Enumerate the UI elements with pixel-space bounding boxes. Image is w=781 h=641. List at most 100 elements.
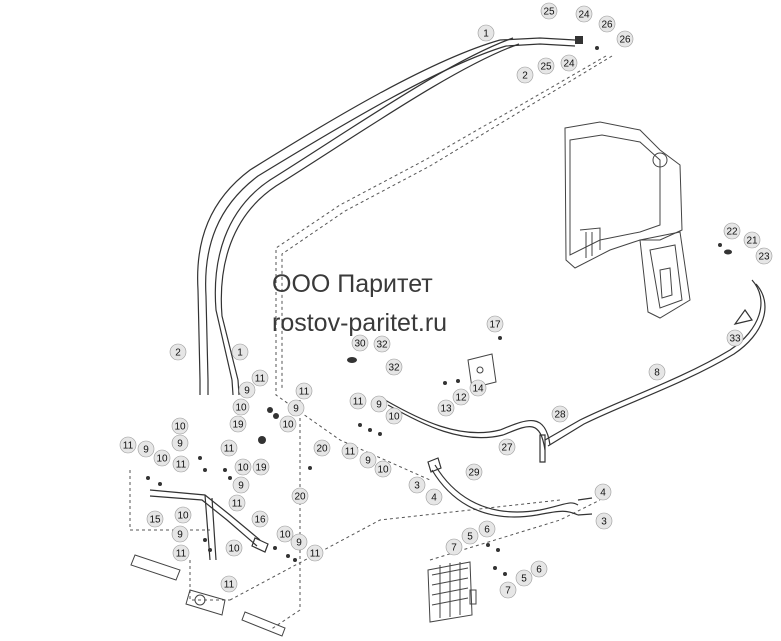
callout-text: 9 xyxy=(365,456,371,467)
callout-text: 6 xyxy=(484,525,490,536)
callout-text: 20 xyxy=(316,444,328,455)
callout-text: 10 xyxy=(237,463,249,474)
callout-text: 9 xyxy=(376,400,382,411)
callout-text: 4 xyxy=(431,493,437,504)
callout-10: 10 xyxy=(279,415,297,433)
callout-7: 7 xyxy=(445,538,463,556)
callout-text: 10 xyxy=(228,544,240,555)
callout-text: 11 xyxy=(255,374,266,385)
callout-text: 32 xyxy=(376,340,388,351)
callout-10: 10 xyxy=(234,458,252,476)
callout-text: 9 xyxy=(177,530,183,541)
callout-19: 19 xyxy=(229,415,247,433)
watermark-website: rostov-paritet.ru xyxy=(272,309,448,337)
callout-text: 26 xyxy=(601,20,613,31)
callout-text: 9 xyxy=(296,538,302,549)
callout-11: 11 xyxy=(306,544,324,562)
callout-2: 2 xyxy=(169,343,187,361)
callout-23: 23 xyxy=(755,247,773,265)
callout-text: 9 xyxy=(238,481,244,492)
callout-text: 10 xyxy=(177,511,189,522)
callout-text: 11 xyxy=(232,499,243,510)
callout-text: 3 xyxy=(414,481,420,492)
callout-text: 11 xyxy=(176,549,187,560)
callout-11: 11 xyxy=(228,494,246,512)
callout-1: 1 xyxy=(477,24,495,42)
callout-text: 14 xyxy=(472,384,484,395)
callout-9: 9 xyxy=(171,434,189,452)
callout-11: 11 xyxy=(251,369,269,387)
callout-text: 9 xyxy=(293,404,299,415)
watermark-company: ООО Паритет xyxy=(272,270,433,298)
callout-text: 32 xyxy=(388,363,400,374)
callout-text: 2 xyxy=(522,71,528,82)
hose-8 xyxy=(544,279,766,447)
hose-3-4 xyxy=(427,457,593,518)
callout-text: 16 xyxy=(254,515,266,526)
callout-text: 9 xyxy=(244,386,250,397)
callout-10: 10 xyxy=(232,398,250,416)
callout-21: 21 xyxy=(743,231,761,249)
callout-text: 33 xyxy=(729,334,741,345)
callout-26: 26 xyxy=(598,15,616,33)
callout-text: 23 xyxy=(758,252,770,263)
callout-text: 13 xyxy=(440,404,452,415)
callout-19: 19 xyxy=(252,458,270,476)
callout-6: 6 xyxy=(530,560,548,578)
callout-text: 11 xyxy=(310,549,321,560)
callout-11: 11 xyxy=(119,436,137,454)
callout-24: 24 xyxy=(560,54,578,72)
callout-text: 5 xyxy=(521,574,527,585)
hose-29 xyxy=(384,399,551,463)
callout-10: 10 xyxy=(276,525,294,543)
callout-text: 9 xyxy=(143,445,149,456)
callout-text: 4 xyxy=(600,488,606,499)
callout-4: 4 xyxy=(594,483,612,501)
callout-text: 11 xyxy=(176,460,187,471)
control-valve xyxy=(427,561,477,623)
callout-text: 15 xyxy=(149,515,161,526)
callout-4: 4 xyxy=(425,488,443,506)
callout-11: 11 xyxy=(220,575,238,593)
callout-10: 10 xyxy=(171,417,189,435)
callout-14: 14 xyxy=(469,379,487,397)
callout-7: 7 xyxy=(499,581,517,599)
callout-11: 11 xyxy=(172,544,190,562)
callout-22: 22 xyxy=(723,222,741,240)
callout-25: 25 xyxy=(537,57,555,75)
callout-8: 8 xyxy=(648,363,666,381)
callout-text: 10 xyxy=(279,530,291,541)
callout-33: 33 xyxy=(726,329,744,347)
callout-20: 20 xyxy=(291,487,309,505)
lift-cylinder xyxy=(130,554,286,637)
callout-text: 10 xyxy=(377,465,389,476)
callout-10: 10 xyxy=(385,407,403,425)
callout-16: 16 xyxy=(251,510,269,528)
callout-11: 11 xyxy=(349,392,367,410)
callout-32: 32 xyxy=(373,335,391,353)
callout-9: 9 xyxy=(287,399,305,417)
callout-text: 24 xyxy=(578,10,590,21)
callout-text: 10 xyxy=(282,420,294,431)
callout-13: 13 xyxy=(437,399,455,417)
callout-text: 3 xyxy=(601,517,607,528)
upper-hose-assembly xyxy=(197,37,576,396)
callout-5: 5 xyxy=(461,527,479,545)
callout-text: 10 xyxy=(156,454,168,465)
callout-text: 12 xyxy=(455,393,467,404)
callout-text: 7 xyxy=(505,586,511,597)
callout-text: 10 xyxy=(174,422,186,433)
callout-text: 1 xyxy=(237,348,243,359)
callout-5: 5 xyxy=(515,569,533,587)
fittings xyxy=(146,36,732,576)
callout-26: 26 xyxy=(616,30,634,48)
callout-2: 2 xyxy=(516,66,534,84)
callout-29: 29 xyxy=(465,463,483,481)
callout-9: 9 xyxy=(238,381,256,399)
callout-10: 10 xyxy=(225,539,243,557)
callout-text: 9 xyxy=(177,439,183,450)
callout-text: 28 xyxy=(554,410,566,421)
callout-text: 25 xyxy=(543,7,555,18)
callout-text: 25 xyxy=(540,62,552,73)
